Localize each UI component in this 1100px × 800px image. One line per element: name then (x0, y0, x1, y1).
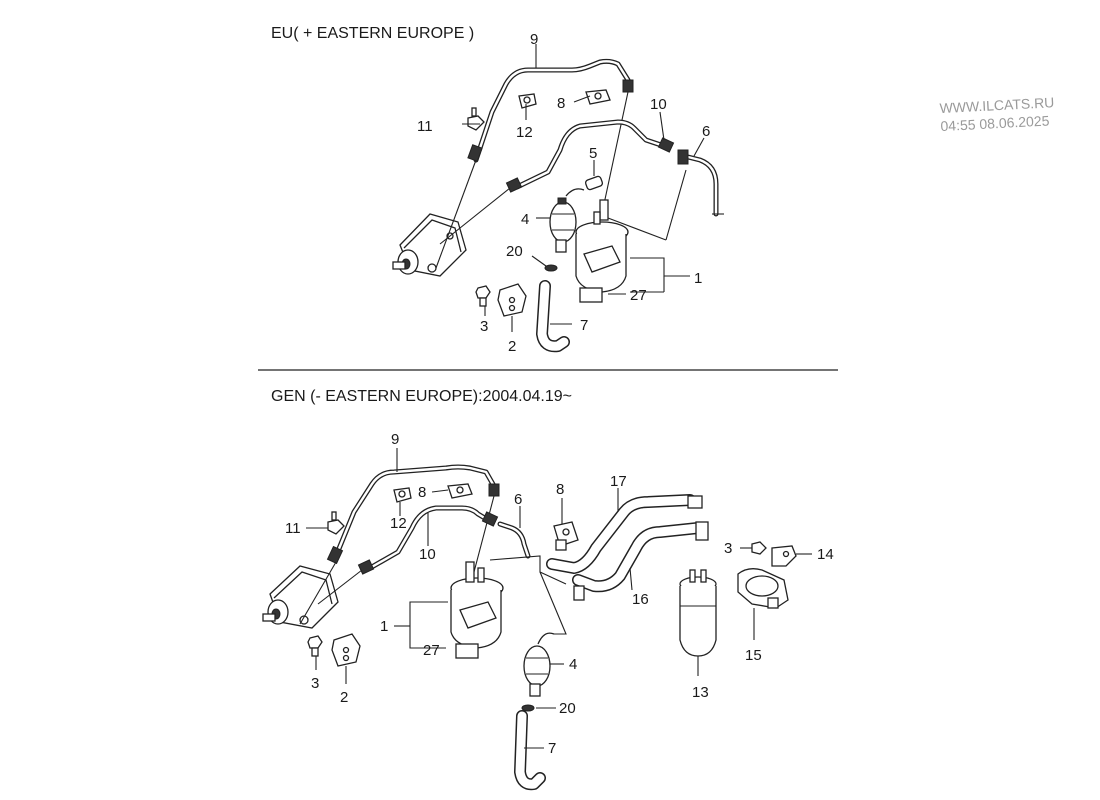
hose-7-illustration (536, 280, 570, 353)
clip-8-illustration (447, 483, 473, 499)
callout-11: 11 (285, 520, 301, 537)
fitting-illustration (687, 495, 703, 509)
callout-12: 12 (516, 124, 533, 141)
priming-pump-4-illustration (549, 188, 585, 253)
eu-callouts: 9 8 10 6 11 12 5 4 20 1 27 3 7 2 (417, 31, 710, 355)
fuel-filter-1-illustration (575, 199, 629, 303)
bracket-14-illustration (771, 545, 797, 567)
callout-7: 7 (548, 740, 556, 757)
callout-1: 1 (694, 270, 702, 287)
callout-2: 2 (340, 689, 348, 706)
callout-16: 16 (632, 591, 649, 608)
callout-3b: 3 (724, 540, 732, 557)
gen-assembly (262, 448, 812, 791)
section-title-eu: EU( + EASTERN EUROPE ) (271, 25, 474, 42)
callout-8: 8 (557, 95, 565, 112)
connector-5-illustration (584, 175, 604, 191)
callout-20: 20 (506, 243, 523, 260)
callout-1: 1 (380, 618, 388, 635)
bolt-3-illustration (475, 285, 491, 307)
watermark: WWW.ILCATS.RU 04:55 08.06.2025 (939, 94, 1055, 134)
callout-5: 5 (589, 145, 597, 162)
callout-4: 4 (569, 656, 577, 673)
fuel-pipe-9 (467, 58, 634, 163)
fuel-pipe-10 (357, 505, 499, 575)
bracket-2-illustration (497, 283, 527, 317)
nut-3-illustration (751, 541, 767, 555)
clip-11-illustration (467, 107, 485, 131)
fuel-pipe-9 (326, 464, 500, 565)
fuel-pipe-10 (505, 119, 675, 193)
callout-9: 9 (530, 31, 538, 48)
fitting-illustration (695, 521, 709, 541)
callout-7: 7 (580, 317, 588, 334)
eu-assembly (392, 44, 724, 353)
watermark-site: WWW.ILCATS.RU (939, 94, 1055, 116)
callout-6: 6 (514, 491, 522, 508)
callout-27: 27 (423, 642, 440, 659)
callout-10: 10 (650, 96, 667, 113)
callout-8b: 8 (556, 481, 564, 498)
watermark-timestamp: 04:55 08.06.2025 (940, 112, 1050, 134)
clip-8-illustration (585, 89, 611, 105)
bolt-3-illustration (307, 635, 323, 657)
fuel-filter-13-illustration (679, 569, 717, 657)
fuel-hose-6 (497, 521, 531, 559)
oring-20-illustration (544, 264, 558, 272)
gen-callouts: 9 8 8 17 6 11 12 10 3 14 1 4 16 27 20 15… (285, 431, 834, 757)
hose-7-illustration (514, 710, 546, 791)
fuel-filter-1-illustration (450, 561, 504, 659)
filter-bracket-15-illustration (737, 568, 789, 609)
callout-15: 15 (745, 647, 762, 664)
fuel-hose-6 (677, 149, 719, 217)
priming-pump-4-illustration (523, 632, 555, 697)
bracket-2-illustration (331, 633, 361, 667)
clip-12-illustration (393, 487, 412, 503)
section-title-gen: GEN (- EASTERN EUROPE):2004.04.19~ (271, 388, 572, 405)
callout-11: 11 (417, 118, 433, 135)
oring-20-illustration (521, 704, 535, 712)
callout-10: 10 (419, 546, 436, 563)
callout-20: 20 (559, 700, 576, 717)
callout-2: 2 (508, 338, 516, 355)
clip-12-illustration (518, 93, 537, 109)
callout-6: 6 (702, 123, 710, 140)
injection-pump-illustration (262, 565, 339, 629)
callout-3: 3 (311, 675, 319, 692)
fuel-hose-16 (572, 522, 704, 593)
callout-8: 8 (418, 484, 426, 501)
injection-pump-illustration (392, 213, 467, 277)
callout-9: 9 (391, 431, 399, 448)
callout-4: 4 (521, 211, 529, 228)
clip-8b-illustration (553, 521, 579, 551)
callout-13: 13 (692, 684, 709, 701)
fitting-illustration (573, 585, 585, 601)
callout-27: 27 (630, 287, 647, 304)
clip-11-illustration (327, 511, 345, 535)
fuel-hose-17 (546, 494, 696, 574)
callout-3: 3 (480, 318, 488, 335)
callout-12: 12 (390, 515, 407, 532)
callout-14: 14 (817, 546, 834, 563)
callout-17: 17 (610, 473, 627, 490)
